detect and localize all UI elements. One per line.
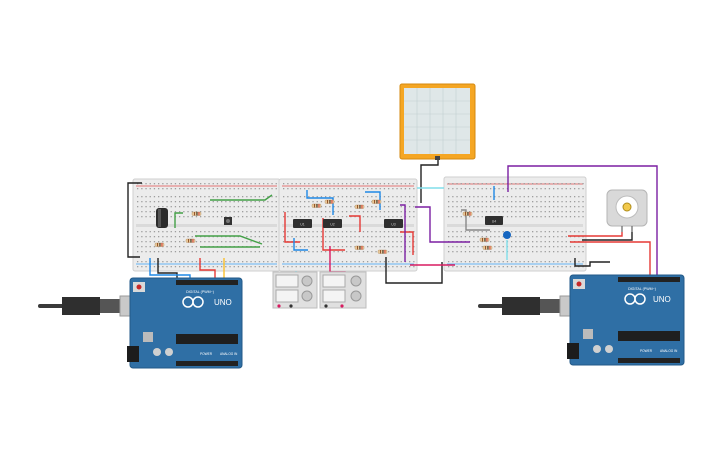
wire-red-uno-left[interactable] (199, 258, 216, 280)
wire-purple-top[interactable] (507, 165, 658, 355)
resistor[interactable] (191, 211, 202, 216)
wire-green-1[interactable] (174, 212, 183, 228)
arduino-uno-left[interactable]: DIGITAL (PWM~) UNO POWER ANALOG IN (38, 277, 243, 369)
wire-purple-2[interactable] (400, 204, 406, 262)
resistors[interactable] (154, 199, 493, 254)
potentiometer[interactable] (503, 231, 511, 239)
resistor[interactable] (154, 242, 165, 247)
wire-red-middle-3[interactable] (322, 218, 345, 251)
arduino-right-power-label: POWER (640, 349, 653, 353)
ic-chip-4-label: U4 (492, 220, 497, 224)
arduino-left-analog-label: ANALOG IN (220, 352, 238, 356)
wire-purple-mid[interactable] (415, 206, 470, 243)
dc-motor[interactable] (606, 189, 648, 232)
arduino-right-logo (624, 293, 646, 305)
resistor[interactable] (311, 203, 322, 208)
ic-chip-2-label: U2 (330, 223, 335, 227)
wire-black-bottom[interactable] (385, 257, 443, 284)
wire-red-motor[interactable] (568, 232, 623, 237)
arduino-right-analog-label: ANALOG IN (660, 349, 678, 353)
resistor[interactable] (354, 245, 365, 250)
resistor[interactable] (479, 237, 490, 242)
arduino-uno-right[interactable]: DIGITAL (PWM~) UNO POWER ANALOG IN (478, 274, 685, 366)
resistor[interactable] (324, 199, 335, 204)
capacitor[interactable] (156, 208, 168, 228)
ic-chip-2[interactable]: U2 (323, 219, 342, 228)
wire-blue-1[interactable] (306, 190, 334, 215)
resistor[interactable] (482, 245, 493, 250)
oscilloscope-grid (404, 88, 470, 154)
ic-chip-1[interactable]: U1 (293, 219, 312, 228)
resistor[interactable] (354, 204, 365, 209)
wire-red-middle-1[interactable] (349, 215, 361, 232)
wire-blue-2[interactable] (365, 191, 381, 210)
ic-chip-3[interactable]: U3 (384, 219, 403, 228)
wire-red-uno-right[interactable] (570, 241, 651, 278)
wire-grey-right[interactable] (461, 209, 490, 231)
wire-blue-3[interactable] (293, 238, 308, 251)
wire-black-to-scope[interactable] (420, 160, 439, 203)
push-button[interactable] (224, 217, 232, 225)
switch-module-2[interactable] (319, 271, 367, 309)
arduino-right-brand: UNO (653, 295, 671, 304)
arduino-left-brand: UNO (214, 298, 232, 307)
resistor[interactable] (371, 199, 382, 204)
wire-green-2[interactable] (210, 194, 273, 201)
switch-module-1[interactable] (272, 271, 318, 309)
resistor[interactable] (185, 238, 196, 243)
ic-chip-1-label: U1 (300, 223, 305, 227)
resistor[interactable] (462, 211, 473, 216)
ic-chip-3-label: U3 (391, 223, 396, 227)
arduino-right-digital-label: DIGITAL (PWM~) (628, 287, 656, 291)
wire-black-motor[interactable] (582, 232, 633, 241)
wire-black-uno-left[interactable] (157, 258, 178, 280)
arduino-left-power-label: POWER (200, 352, 213, 356)
wire-red-middle-2[interactable] (284, 212, 300, 243)
breadboard-left[interactable] (132, 178, 281, 272)
resistor[interactable] (377, 249, 388, 254)
wire-black-left[interactable] (127, 182, 142, 258)
arduino-left-digital-label: DIGITAL (PWM~) (186, 290, 214, 294)
wire-black-right-bottom[interactable] (574, 258, 610, 267)
ic-chip-4[interactable]: U4 (485, 216, 503, 225)
oscilloscope[interactable] (399, 83, 476, 160)
wire-green-3[interactable] (195, 235, 263, 245)
arduino-left-logo (182, 296, 204, 308)
